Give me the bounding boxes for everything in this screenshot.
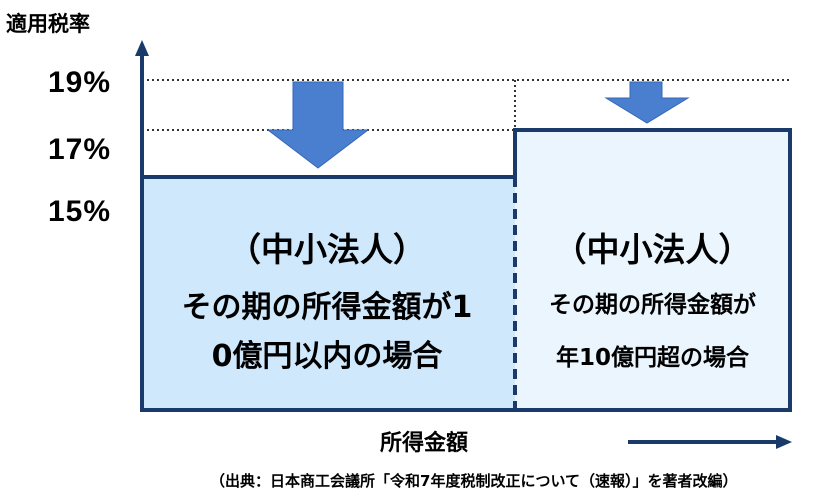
right-arrow-icon: [776, 435, 792, 449]
down-arrow-icon: [266, 81, 370, 169]
left-box-line3: 0億円以内の場合: [211, 339, 443, 374]
right-box-outline: [513, 128, 792, 410]
left-box: [140, 177, 515, 410]
tick-label-15: 15%: [48, 195, 112, 228]
source-note: （出典：日本商工会議所「令和7年度税制改正について（速報）」を著者改編）: [210, 472, 738, 490]
right-box-line2: その期の所得金額が: [549, 292, 756, 318]
y-axis-label: 適用税率: [6, 12, 90, 36]
left-box-line2: その期の所得金額が1: [181, 290, 473, 325]
tick-label-17: 17%: [48, 133, 112, 166]
right-box-title: （中小法人）: [553, 230, 752, 269]
tick-label-19: 19%: [48, 66, 112, 99]
right-box: [515, 130, 790, 410]
up-arrow-icon: [135, 40, 149, 56]
left-box-title: （中小法人）: [228, 230, 426, 269]
right-box-line3: 年10億円超の場合: [555, 345, 749, 371]
down-arrow-icon: [604, 81, 690, 124]
x-axis-label: 所得金額: [380, 431, 469, 456]
